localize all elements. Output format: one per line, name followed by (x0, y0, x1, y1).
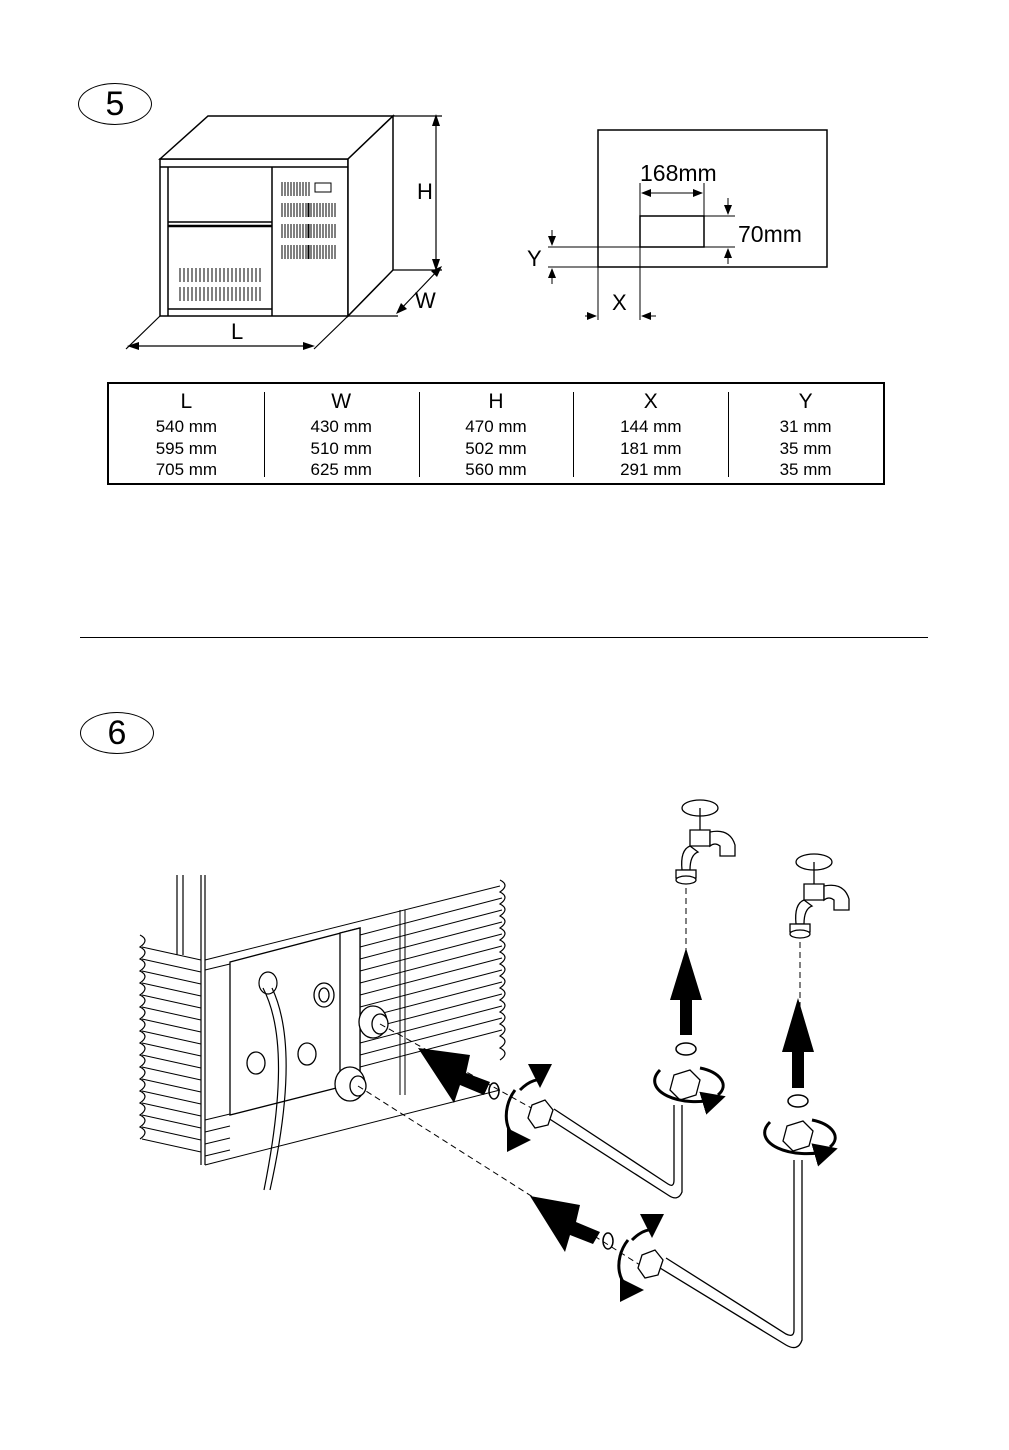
hose-nut-icon (528, 1070, 813, 1278)
water-tap-icon (676, 800, 735, 884)
washer-icon (489, 1043, 808, 1249)
water-tap-icon (790, 854, 849, 938)
tighten-rotation-icon (506, 1068, 835, 1290)
insertion-arrow-icon (418, 948, 814, 1252)
